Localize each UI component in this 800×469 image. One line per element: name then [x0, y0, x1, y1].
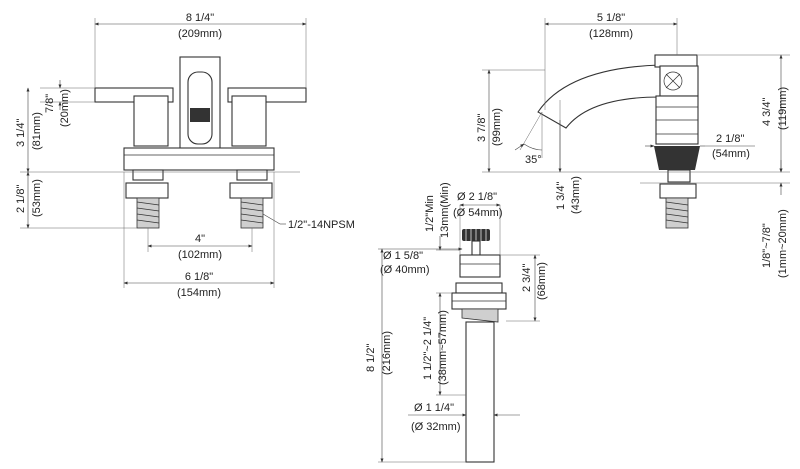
left-mounting-nut: [125, 182, 169, 199]
spout-reach-mm-label: (128mm): [589, 28, 633, 40]
body-dia-in-label: Ø 1 5/8": [383, 250, 423, 262]
drain-tailpiece: [465, 321, 495, 463]
handle-height-mm-label: (20mm): [59, 89, 71, 127]
spout-height-mm-label: (99mm): [491, 108, 503, 146]
deck-range-in-label: 1/8"~7/8": [761, 223, 773, 268]
base-dia-mm-label: (54mm): [712, 148, 750, 160]
deck-range-mm-label: (1mm~20mm): [777, 209, 789, 278]
drain-nut: [455, 282, 503, 294]
side-base: [654, 146, 700, 170]
side-height-mm-label: (119mm): [777, 87, 789, 130]
adjust-range-mm-label: (38mm~57mm): [437, 310, 449, 385]
thread-spec-label: 1/2"-14NPSM: [288, 219, 355, 231]
right-mounting-nut: [229, 182, 273, 199]
drain-thread: [461, 308, 499, 323]
overall-height-mm-label: (81mm): [31, 112, 43, 150]
base-height-in-label: 1 3/4": [555, 182, 567, 210]
spout-height-in-label: 3 7/8": [476, 114, 488, 142]
shank-length-mm-label: (53mm): [31, 179, 43, 217]
right-shank-nut: [236, 169, 268, 181]
width-total-mm-label: (209mm): [178, 28, 222, 40]
flange-dia-in-label: Ø 2 1/8": [457, 191, 497, 203]
drain-height-mm-label: (68mm): [536, 262, 548, 300]
base-height-mm-label: (43mm): [570, 176, 582, 214]
base-width-mm-label: (154mm): [177, 287, 221, 299]
drain-stopper-rod: [471, 240, 481, 256]
overall-height-in-label: 3 1/4": [15, 119, 27, 147]
adjust-range-in-label: 1 1/2"~2 1/4": [422, 317, 434, 380]
spout-angle-label: 35°: [525, 154, 542, 166]
body-dia-mm-label: (Ø 40mm): [380, 264, 430, 276]
handle-height-in-label: 7/8": [44, 94, 56, 113]
side-height-in-label: 4 3/4": [761, 98, 773, 126]
side-mounting-nut: [659, 183, 697, 199]
tail-dia-in-label: Ø 1 1/4": [414, 402, 454, 414]
drain-height-in-label: 2 3/4": [521, 264, 533, 292]
left-handle-body: [133, 95, 169, 147]
side-handle: [654, 54, 698, 68]
spout-aerator: [190, 108, 210, 122]
flange-dia-mm-label: (Ø 54mm): [453, 207, 503, 219]
right-handle-body: [231, 95, 267, 147]
side-spout: [537, 64, 661, 129]
side-view: 5 1/8" (128mm) 3 7/8" (99mm) 35° 4 3/4" …: [476, 12, 790, 278]
deck-plate: [123, 147, 275, 171]
width-total-in-label: 8 1/4": [186, 12, 214, 24]
center-spacing-mm-label: (102mm): [178, 249, 222, 261]
tail-dia-mm-label: (Ø 32mm): [411, 421, 461, 433]
left-shank-nut: [132, 169, 164, 181]
drain-min-mm-label: 13mm(Min): [439, 182, 451, 238]
base-dia-in-label: 2 1/8": [716, 133, 744, 145]
side-handle-hub: [659, 65, 699, 97]
side-shank-nut: [667, 169, 691, 183]
front-view: 8 1/4" (209mm) 7/8" (20mm) 3 1/4" (81mm)…: [15, 12, 355, 299]
drain-min-in-label: 1/2"Min: [424, 195, 436, 232]
spout-reach-in-label: 5 1/8": [597, 12, 625, 24]
drain-view: 1/2"Min 13mm(Min) Ø 2 1/8" (Ø 54mm) Ø 1 …: [365, 182, 548, 463]
drain-flange: [459, 254, 501, 278]
shank-length-in-label: 2 1/8": [15, 185, 27, 213]
center-spacing-in-label: 4": [195, 233, 205, 245]
base-width-in-label: 6 1/8": [185, 271, 213, 283]
drain-total-in-label: 8 1/2": [365, 344, 377, 372]
drain-total-mm-label: (216mm): [381, 331, 393, 375]
